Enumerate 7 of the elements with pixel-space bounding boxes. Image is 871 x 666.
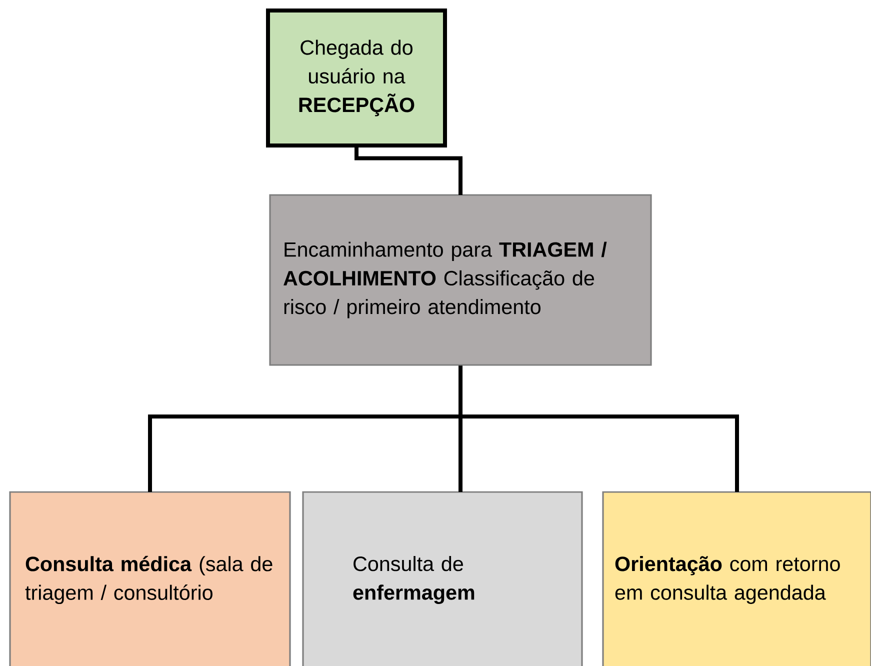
process-box: Consulta médica (sala de triagem / consultório <box>9 491 291 666</box>
process-box: Chegada do usuário na RECEPÇÃO <box>266 8 447 148</box>
process-box: Orientação com retorno em consulta agendada <box>602 491 871 666</box>
process-box: Consulta de enfermagem <box>302 491 583 666</box>
connector-line <box>458 366 739 492</box>
process-box: Encaminhamento para TRIAGEM / ACOLHIMENTO Classificação de risco / primeiro atendimento <box>269 194 652 366</box>
connector-line <box>354 148 462 195</box>
